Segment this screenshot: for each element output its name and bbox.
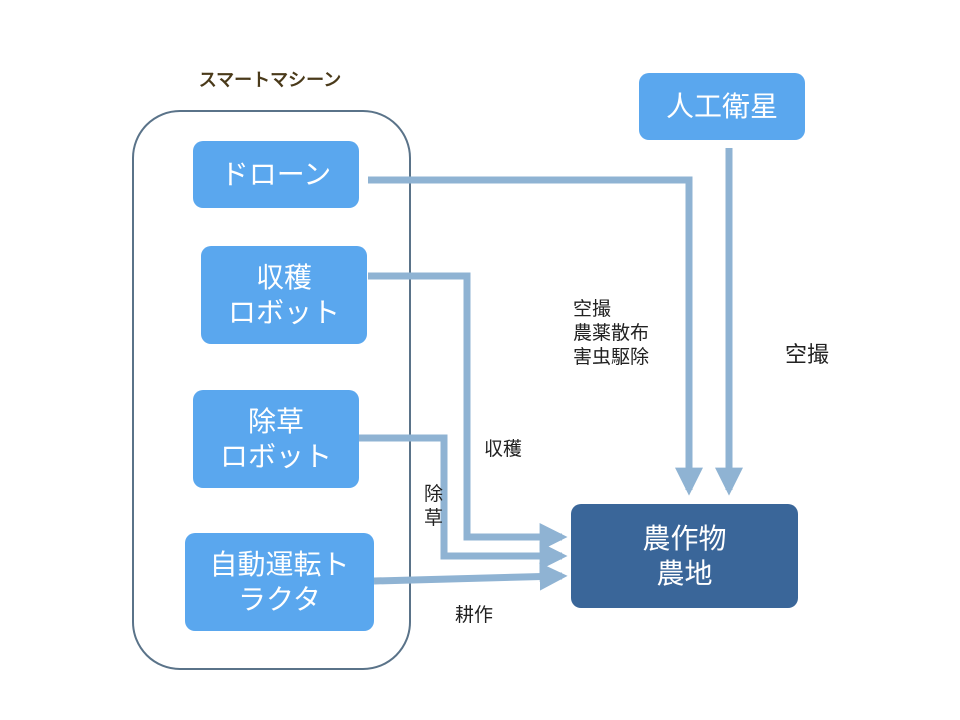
harvest-to-farmland-arrow — [368, 272, 568, 551]
satellite-label: 人工衛星 — [665, 90, 778, 123]
harvest-robot-node[interactable]: 収穫 ロボット — [201, 246, 367, 344]
harvest-robot-label: 収穫 ロボット — [227, 261, 340, 329]
smart-machine-group-title: スマートマシーン — [198, 70, 342, 91]
weeding-robot-label: 除草 ロボット — [219, 405, 332, 473]
tractor-label: 自動運転ト ラクタ — [209, 548, 350, 616]
farmland-label: 農作物 農地 — [642, 522, 727, 590]
drone-to-farmland-arrow — [368, 176, 703, 496]
tractor-node[interactable]: 自動運転ト ラクタ — [185, 533, 374, 631]
weeding-to-farmland-arrow — [359, 434, 568, 570]
satellite-edge-label: 空撮 — [785, 343, 830, 368]
tractor-to-farmland-arrow — [373, 562, 568, 591]
harvest-edge-label: 収穫 — [484, 438, 523, 460]
drone-node[interactable]: ドローン — [193, 141, 359, 208]
tractor-edge-label: 耕作 — [455, 604, 494, 626]
satellite-node[interactable]: 人工衛星 — [639, 73, 805, 140]
weeding-robot-node[interactable]: 除草 ロボット — [193, 390, 359, 488]
weeding-edge-label: 除 草 — [424, 483, 444, 529]
farmland-node[interactable]: 農作物 農地 — [571, 504, 798, 608]
smart-machine-group-frame — [132, 110, 411, 670]
drone-edge-label: 空撮 農薬散布 害虫駆除 — [573, 298, 650, 368]
drone-label: ドローン — [220, 158, 332, 191]
